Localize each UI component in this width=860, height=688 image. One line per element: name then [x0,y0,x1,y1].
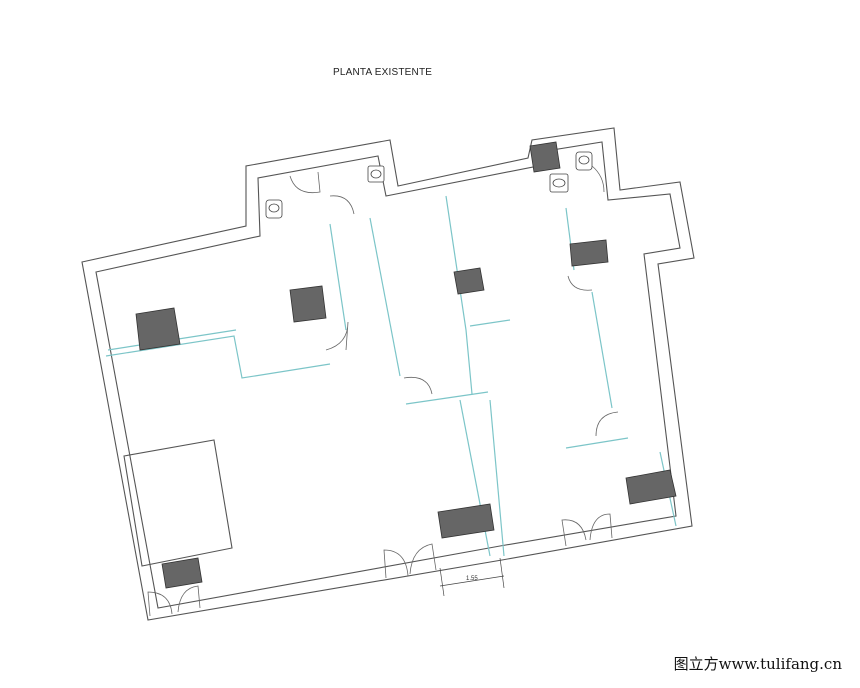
door-wc-left-2 [329,195,355,215]
door-entrance-3 [561,519,587,547]
door-wc-right [591,165,605,193]
door-entrance-1 [383,549,409,579]
exterior-walls [81,127,695,621]
outer-wall-left [81,127,695,621]
fixtures [265,151,593,219]
door-office-3 [567,275,593,291]
column-5 [529,141,561,173]
column-7 [437,503,495,539]
watermark-text: 图立方www.tulifang.cn [673,655,842,673]
dimension: 1.55 [439,557,505,597]
partition-vertical-7 [591,291,613,409]
door-corner [147,591,173,617]
inner-wall-left [95,141,681,609]
partition-vertical-3 [445,195,473,395]
partition-left-room [105,335,331,379]
doors [147,165,619,617]
partition-vertical-5 [489,399,505,557]
column-2 [289,285,327,323]
column-6 [625,469,677,505]
door-entrance-2 [409,543,437,575]
column-3 [453,267,485,295]
partition-vertical-1 [329,223,347,331]
door-office-1 [325,321,349,351]
large-room-block [123,439,233,567]
column-4 [569,239,609,267]
partition-vertical-2 [369,217,401,377]
door-wc-left [289,171,321,194]
dimension-label: 1.55 [466,576,478,582]
door-entrance-4 [589,513,613,541]
columns [135,141,677,589]
column-1 [135,307,181,351]
column-8 [161,557,203,589]
plan-title: PLANTA EXISTENTE [333,67,433,78]
partition-horizontal-1 [405,391,489,405]
partition-horizontal-2 [469,319,511,327]
door-office-2 [403,376,433,395]
partition-horizontal-3 [565,437,629,449]
door-office-4 [595,411,619,437]
